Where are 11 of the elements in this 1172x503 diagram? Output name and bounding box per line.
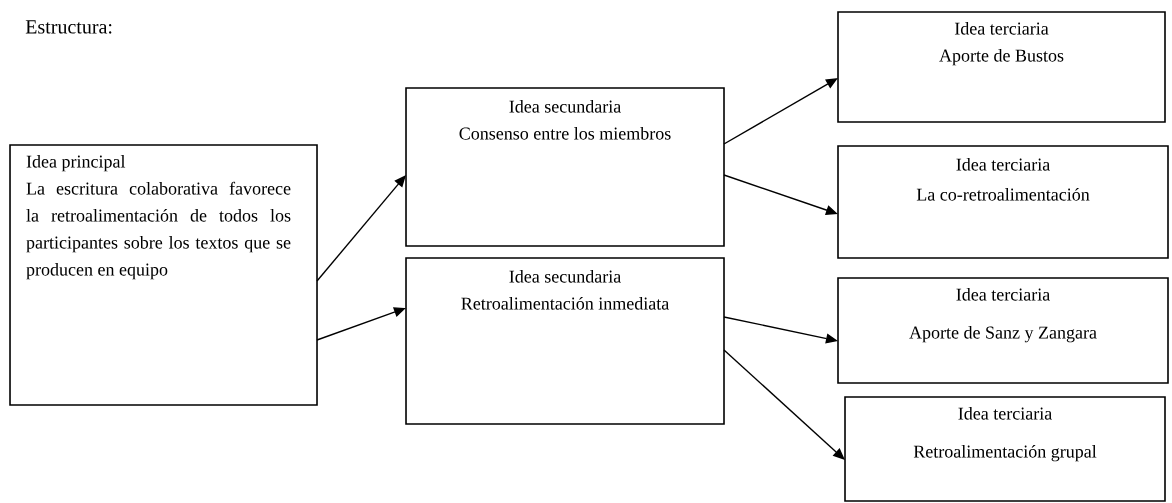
idea-box: Idea principal La escritura colaborativa favorece la retroalimentación de todos los participantes sobre los textos que se producen en equipo	[9, 144, 318, 406]
arrow	[723, 78, 838, 145]
idea-box: Idea terciaria Aporte de Bustos	[837, 11, 1166, 123]
idea-box: Idea terciaria Aporte de Sanz y Zangara	[837, 277, 1169, 384]
heading: Estructura:	[25, 20, 112, 34]
idea-box: Idea secundaria Consenso entre los miembros	[405, 87, 725, 247]
arrow	[723, 349, 845, 460]
idea-box: Idea terciaria La co-retroalimentación	[837, 145, 1169, 259]
idea-box: Idea terciaria Retroalimentación grupal	[844, 396, 1166, 502]
idea-box: Idea secundaria Retroalimentación inmediata	[405, 257, 725, 425]
arrow	[316, 175, 406, 282]
